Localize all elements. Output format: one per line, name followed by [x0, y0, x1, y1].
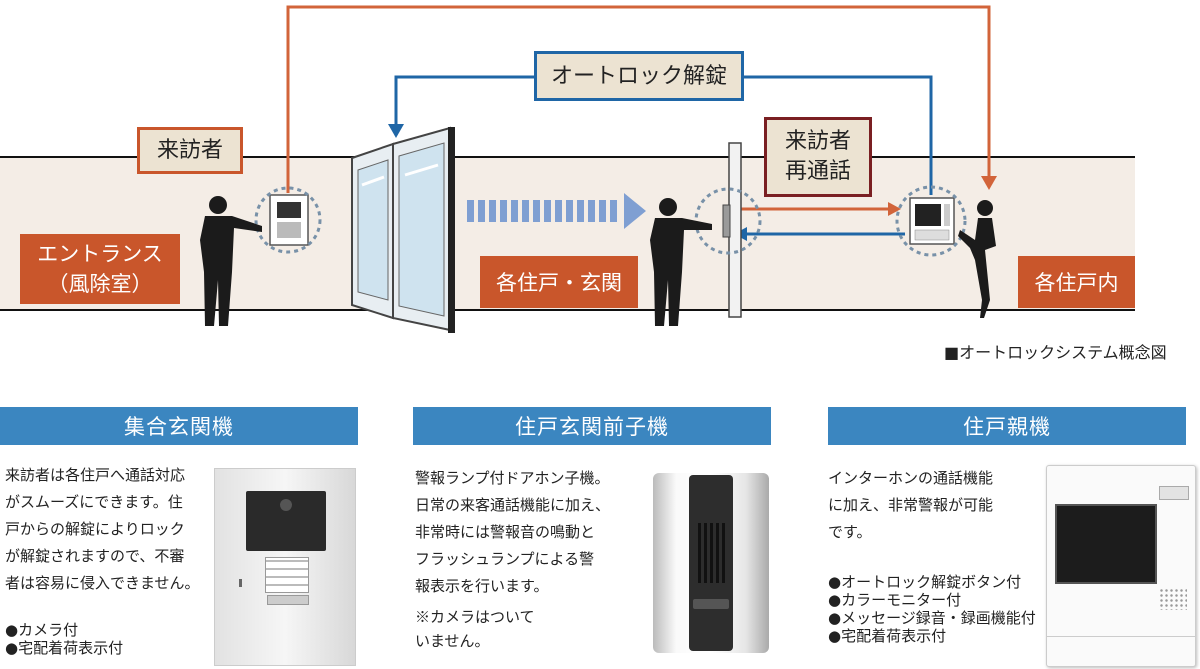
product-description: 来訪者は各住戸へ通話対応 がスムーズにできます。住 戸からの解錠によりロック が… [5, 466, 200, 592]
product-title: 住戸玄関前子機 [413, 407, 771, 445]
product-title: 住戸親機 [828, 407, 1186, 445]
entrance-label: エントランス （風除室） [20, 234, 180, 304]
diagram-lines [0, 5, 1135, 333]
resident-figure [958, 200, 996, 318]
product-features: ●カメラ付 ●宅配着荷表示付 [5, 621, 124, 657]
unit-entrance-label: 各住戸・玄関 [480, 256, 638, 308]
product-features: ●オートロック解錠ボタン付 ●カラーモニター付 ●メッセージ録音・録画機能付 ●… [828, 573, 1036, 645]
door-station-image [653, 473, 769, 653]
unit-inside-label: 各住戸内 [1018, 256, 1135, 308]
diagram-caption: ■オートロックシステム概念図 [944, 343, 1167, 362]
room-monitor-image [1046, 465, 1196, 667]
visitor-figure-entrance [200, 196, 262, 326]
visitor-figure-door [650, 198, 712, 326]
entrance-panel-image [214, 468, 356, 666]
visitor-callout: 来訪者 [137, 127, 243, 174]
product-description: 警報ランプ付ドアホン子機。 日常の来客通話機能に加え、 非常時には警報音の鳴動と… [415, 469, 611, 595]
product-door-station: 住戸玄関前子機 警報ランプ付ドアホン子機。 日常の来客通話機能に加え、 非常時に… [413, 407, 771, 669]
product-title: 集合玄関機 [0, 407, 358, 445]
product-room-monitor: 住戸親機 インターホンの通話機能 に加え、非常警報が可能 です。 ●オートロック… [828, 407, 1200, 669]
product-description: インターホンの通話機能 に加え、非常警報が可能 です。 [828, 469, 994, 541]
product-entrance-panel: 集合玄関機 来訪者は各住戸へ通話対応 がスムーズにできます。住 戸からの解錠によ… [0, 407, 358, 669]
autolock-unlock-callout: オートロック解錠 [534, 51, 744, 101]
product-note: ※カメラはついて いません。 [415, 608, 535, 650]
revisit-call-callout: 来訪者 再通話 [764, 117, 872, 197]
autolock-diagram: 来訪者 オートロック解錠 来訪者 再通話 エントランス （風除室） 各住戸・玄関… [0, 5, 1167, 362]
direction-arrow-stripes [467, 193, 646, 229]
entrance-door [351, 126, 455, 333]
